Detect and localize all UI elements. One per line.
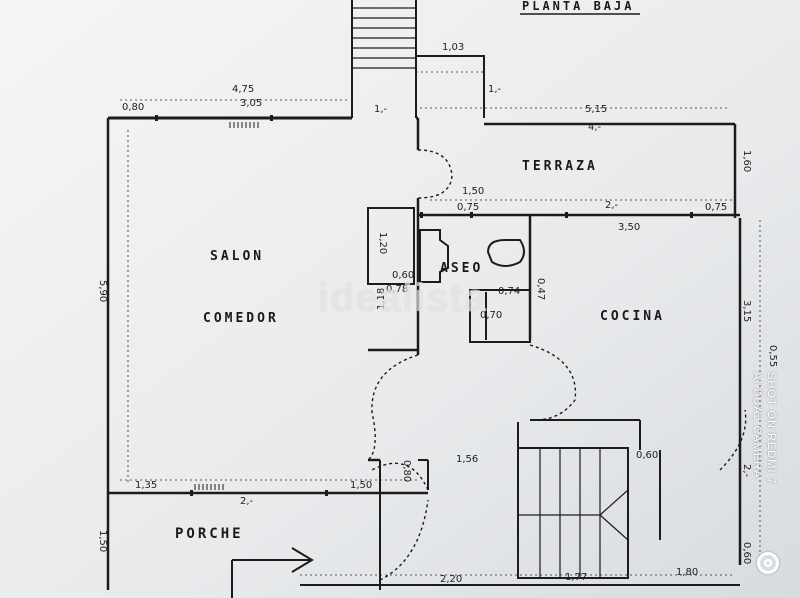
dim-label: 0,75 [457,202,479,213]
dim-label: 0,47 [535,278,546,300]
camera-model-text: SHOT ON REDMI 7 [765,372,777,485]
dim-label: 1,03 [442,42,464,53]
dim-label: 0,55 [767,345,778,367]
entrance-arrow-icon [232,547,314,573]
dim-label: 5,15 [585,104,607,115]
dim-label: 2,- [741,464,752,478]
room-label-porche: PORCHE [175,526,244,542]
dim-label: 2,- [605,200,619,211]
dim-label: 2,20 [440,574,462,585]
dim-label: 1,77 [565,572,587,583]
dim-label: 4,75 [232,84,254,95]
dimension-ticks [155,115,693,496]
door-swings [367,149,747,581]
dim-label: 0,60 [392,270,414,281]
dim-label: 1,- [374,104,388,115]
dim-label: 0,60 [741,542,752,564]
window-hatching [194,122,259,490]
dim-label: 5,90 [97,280,108,302]
dim-label: 3,05 [240,98,262,109]
dim-label: 0,80 [401,460,412,482]
dim-label: 1,- [488,84,502,95]
dimension-lines [120,71,761,576]
dim-label: 3,15 [741,300,752,322]
idealista-watermark: idealista [318,276,488,320]
dim-label: 1,50 [462,186,484,197]
dim-label: 1,50 [350,480,372,491]
camera-lens-icon [757,552,779,574]
room-label-cocina: COCINA [600,309,665,324]
dim-label: 0,75 [705,202,727,213]
dim-label: 0,78 [386,284,408,295]
dim-label: 4,- [588,122,602,133]
walls [106,0,742,598]
camera-watermark: SHOT ON REDMI 7 AI DUAL CAMERA [750,372,778,485]
dim-label: 1,18 [376,288,387,310]
dim-label: 0,70 [480,310,502,321]
dim-label: 3,50 [618,222,640,233]
room-label-terraza: TERRAZA [522,159,598,174]
dim-label: 1,56 [456,454,478,465]
camera-type-text: AI DUAL CAMERA [751,372,763,479]
dim-label: 1,20 [377,232,388,254]
dim-label: 1,80 [676,567,698,578]
dim-label: 1,35 [135,480,157,491]
room-label-comedor: COMEDOR [203,311,279,326]
dim-label: 1,60 [741,150,752,172]
dim-label: 0,60 [636,450,658,461]
room-label-aseo: ASEO [440,261,483,276]
room-label-salon: SALON [210,249,264,264]
dim-label: 1,50 [97,530,108,552]
dim-label: 0,74 [498,286,520,297]
plan-title: PLANTA BAJA [522,0,634,13]
dim-label: 2,- [240,496,254,507]
dim-label: 0,80 [122,102,144,113]
